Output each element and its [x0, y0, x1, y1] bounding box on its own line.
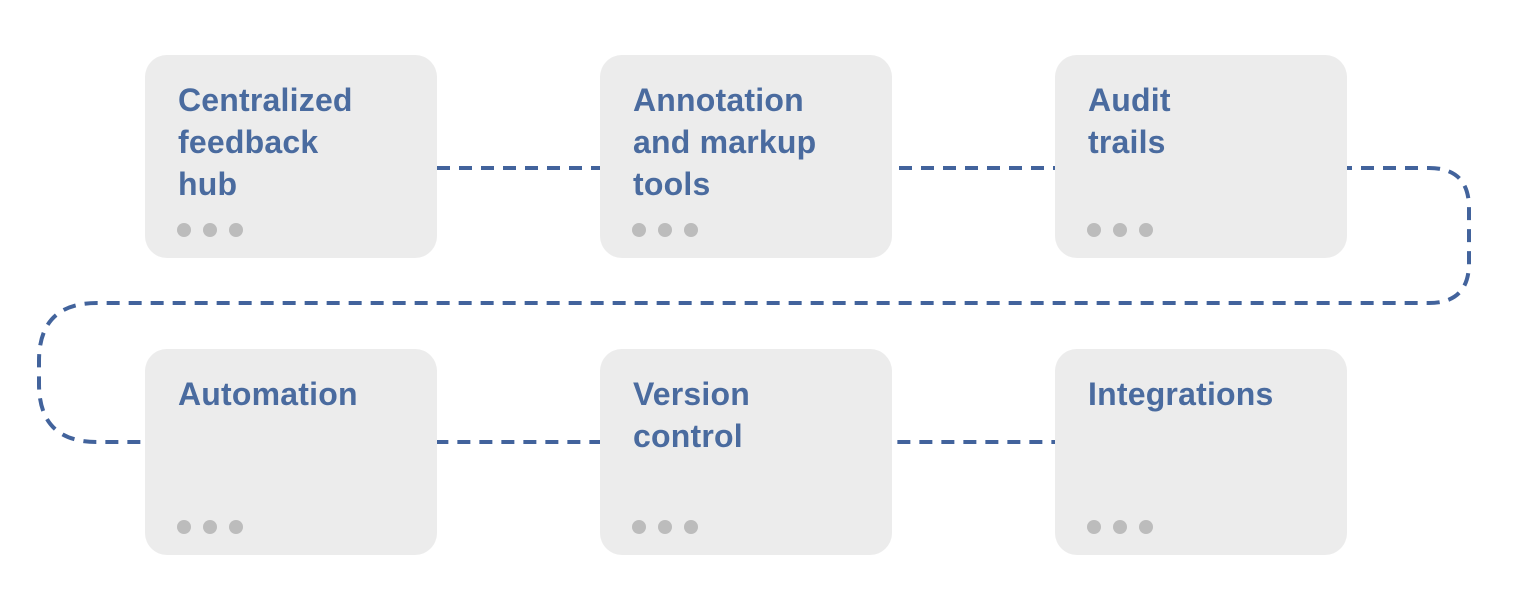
ellipsis-dots-icon — [1087, 520, 1153, 534]
dot-icon — [632, 520, 646, 534]
dot-icon — [1113, 223, 1127, 237]
card-title: Audit trails — [1088, 82, 1171, 160]
dot-icon — [1087, 520, 1101, 534]
card-title: Annotation and markup tools — [633, 82, 817, 202]
card-integrations[interactable]: Integrations — [1055, 349, 1347, 555]
dot-icon — [684, 223, 698, 237]
dot-icon — [203, 223, 217, 237]
dot-icon — [632, 223, 646, 237]
ellipsis-dots-icon — [177, 520, 243, 534]
card-title: Integrations — [1088, 376, 1274, 412]
dot-icon — [177, 223, 191, 237]
dot-icon — [1139, 223, 1153, 237]
dot-icon — [1087, 223, 1101, 237]
card-centralized-feedback-hub[interactable]: Centralized feedback hub — [145, 55, 437, 258]
card-version-control[interactable]: Version control — [600, 349, 892, 555]
dot-icon — [658, 520, 672, 534]
ellipsis-dots-icon — [177, 223, 243, 237]
dot-icon — [658, 223, 672, 237]
ellipsis-dots-icon — [632, 520, 698, 534]
dot-icon — [203, 520, 217, 534]
card-audit-trails[interactable]: Audit trails — [1055, 55, 1347, 258]
dot-icon — [177, 520, 191, 534]
dot-icon — [684, 520, 698, 534]
dot-icon — [1139, 520, 1153, 534]
card-automation[interactable]: Automation — [145, 349, 437, 555]
connector-path — [37, 166, 1471, 444]
card-title: Centralized feedback hub — [178, 82, 353, 202]
ellipsis-dots-icon — [632, 223, 698, 237]
card-annotation-and-markup-tools[interactable]: Annotation and markup tools — [600, 55, 892, 258]
ellipsis-dots-icon — [1087, 223, 1153, 237]
dot-icon — [229, 223, 243, 237]
dot-icon — [229, 520, 243, 534]
card-title: Version control — [633, 376, 751, 454]
dot-icon — [1113, 520, 1127, 534]
card-title: Automation — [178, 376, 358, 412]
